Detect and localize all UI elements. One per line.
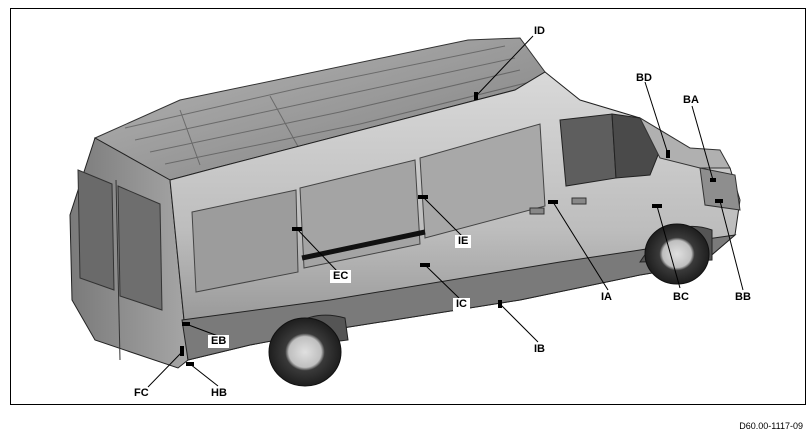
- cab-window: [559, 113, 617, 187]
- side-window-front: [419, 123, 546, 239]
- label-ic: IC: [453, 298, 470, 311]
- rear-window-right: [117, 185, 163, 311]
- label-bc: BC: [673, 291, 689, 303]
- rear-window-left: [77, 169, 115, 291]
- figure-frame: [10, 8, 806, 405]
- label-bb: BB: [735, 291, 751, 303]
- side-window-rear: [191, 189, 299, 293]
- label-hb: HB: [211, 387, 227, 399]
- hood: [638, 116, 731, 169]
- windshield: [611, 113, 661, 179]
- door-handle-cab: [571, 197, 587, 205]
- label-ib: IB: [534, 343, 545, 355]
- label-ba: BA: [683, 94, 699, 106]
- label-eb: EB: [208, 335, 230, 348]
- label-ie: IE: [455, 235, 472, 248]
- rear-door-split: [115, 179, 121, 361]
- label-id: ID: [534, 25, 545, 37]
- rear-wheel: [268, 317, 342, 387]
- label-ec: EC: [330, 270, 352, 283]
- roof-ribs: [124, 45, 531, 166]
- front-grille: [699, 167, 741, 211]
- label-ia: IA: [601, 291, 612, 303]
- label-bd: BD: [636, 72, 652, 84]
- sliding-door-rail: [301, 229, 426, 261]
- door-handle-side: [529, 207, 545, 215]
- figure-reference: D60.00-1117-09: [739, 421, 803, 431]
- label-fc: FC: [134, 387, 149, 399]
- leader-lines: [147, 35, 744, 388]
- front-wheel: [644, 223, 710, 285]
